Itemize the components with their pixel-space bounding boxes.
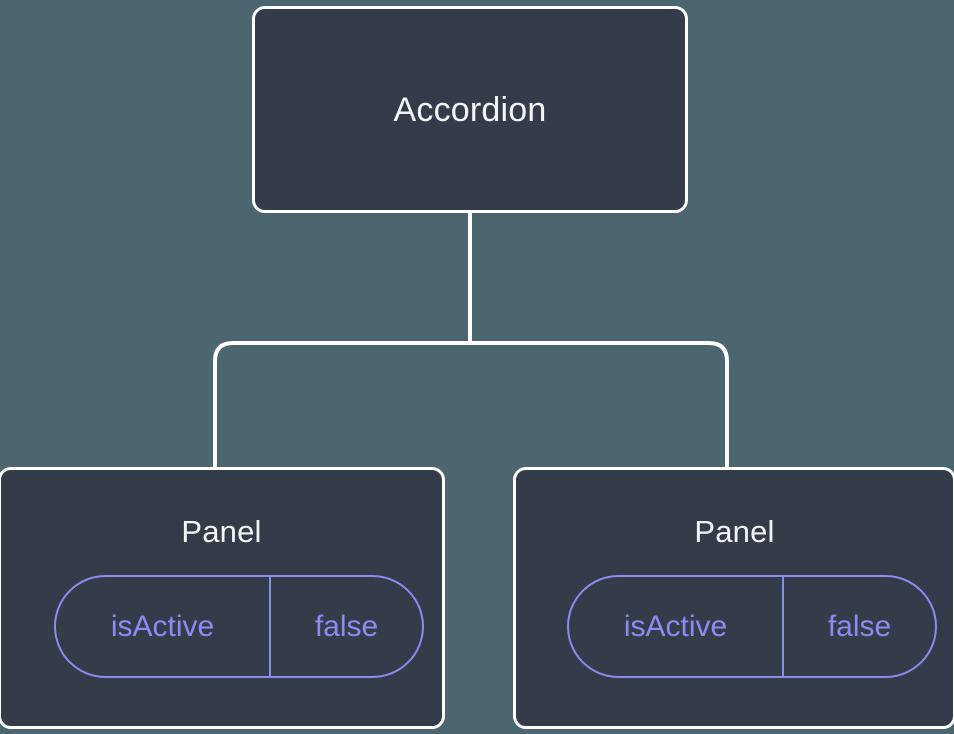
edge-to-panel-left xyxy=(213,341,470,469)
node-panel-2[interactable]: Panel isActive false xyxy=(513,467,954,729)
prop-key-panel-1: isActive xyxy=(56,577,271,676)
node-panel-1[interactable]: Panel isActive false xyxy=(0,467,445,729)
node-accordion[interactable]: Accordion xyxy=(252,6,688,213)
prop-key-panel-2: isActive xyxy=(569,577,784,676)
prop-value-panel-1: false xyxy=(314,609,379,643)
prop-value-panel-2: false xyxy=(827,609,892,643)
edge-to-panel-right xyxy=(470,341,729,469)
node-panel-2-title: Panel xyxy=(694,514,775,549)
node-panel-1-title: Panel xyxy=(181,514,262,549)
prop-capsule-panel-2[interactable]: isActive false xyxy=(567,575,937,678)
node-accordion-title: Accordion xyxy=(393,90,547,129)
prop-capsule-panel-1[interactable]: isActive false xyxy=(54,575,424,678)
